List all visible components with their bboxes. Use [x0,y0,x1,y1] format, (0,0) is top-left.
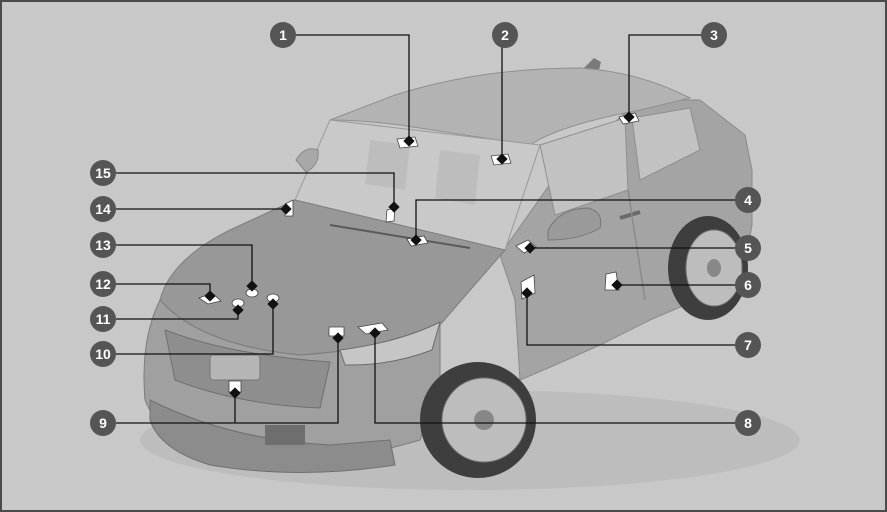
interior-seat [365,140,410,190]
callout-7: 7 [521,287,761,358]
label-patch [228,380,242,393]
interior-seat [435,150,480,205]
callout-badge [735,272,761,298]
callout-badge [735,332,761,358]
callout-number: 4 [744,192,752,208]
headlight [339,321,441,366]
callout-15: 15 [90,160,400,213]
callout-badge [90,271,116,297]
leader-marker [204,290,216,302]
leader-marker [267,298,279,310]
callout-badge [90,341,116,367]
car-illustration [140,58,800,490]
callout-badge [90,232,116,258]
callout-badge [701,22,727,48]
rear-side-window [631,107,701,181]
leader-marker [280,203,292,215]
lower-bumper [149,399,396,473]
license-plate-area [209,354,261,381]
callout-number: 10 [95,346,111,362]
callout-9: 9 [90,332,344,436]
leader-marker [521,287,533,299]
callout-number: 11 [96,311,111,327]
leader-marker [246,280,258,292]
leader-line [116,172,395,207]
callout-14: 14 [90,196,292,222]
callout-2: 2 [492,22,518,165]
callout-number: 2 [501,27,509,43]
callout-badge [492,22,518,48]
leader-line [415,199,735,240]
label-patch [328,326,345,337]
callout-number: 6 [744,277,752,293]
callout-badge [735,187,761,213]
door-line [627,189,646,301]
callout-8: 8 [369,327,761,436]
leader-line [374,333,735,424]
leader-marker [524,242,536,254]
callout-5: 5 [524,235,761,261]
callouts: 1 2 3 4 5 6 [90,22,761,436]
leader-marker [611,279,623,291]
callout-number: 9 [99,415,107,431]
leader-marker [403,135,415,147]
lower-grille [265,425,305,445]
wiper [329,224,471,249]
callout-number: 8 [744,415,752,431]
callout-10: 10 [90,298,279,367]
door-handle [619,210,641,220]
leader-line [116,304,274,355]
callout-badge [90,410,116,436]
callout-number: 14 [95,201,111,217]
callout-12: 12 [90,271,216,302]
callout-badge [270,22,296,48]
leader-line [296,34,410,141]
callout-badge [90,306,116,332]
callout-badge [735,235,761,261]
callout-3: 3 [623,22,727,123]
leader-line [628,34,701,117]
callout-11: 11 [90,304,244,332]
callout-number: 7 [744,337,752,353]
side-mirror-far [295,148,319,173]
leader-marker [410,234,422,246]
front-wheel-hub [474,410,494,430]
callout-6: 6 [611,272,761,298]
callout-number: 13 [95,237,111,253]
callout-number: 5 [744,240,752,256]
callout-badge [735,410,761,436]
callout-4: 4 [410,187,761,246]
callout-13: 13 [90,232,258,292]
callout-badge [90,196,116,222]
label-patch [357,322,389,335]
leader-line [116,244,253,286]
callout-1: 1 [270,22,415,147]
side-mirror [547,207,602,241]
callout-number: 15 [95,165,111,181]
leader-marker [332,332,344,344]
callout-badge [90,160,116,186]
leader-line [526,293,735,346]
leader-line [116,338,339,424]
leader-marker [388,201,400,213]
leader-marker [496,153,508,165]
callout-number: 12 [95,276,111,292]
leader-marker [232,304,244,316]
leader-marker [229,387,241,399]
callout-number: 3 [710,27,718,43]
rear-wheel-hub [707,259,721,277]
callout-number: 1 [279,27,287,43]
leader-marker [369,327,381,339]
